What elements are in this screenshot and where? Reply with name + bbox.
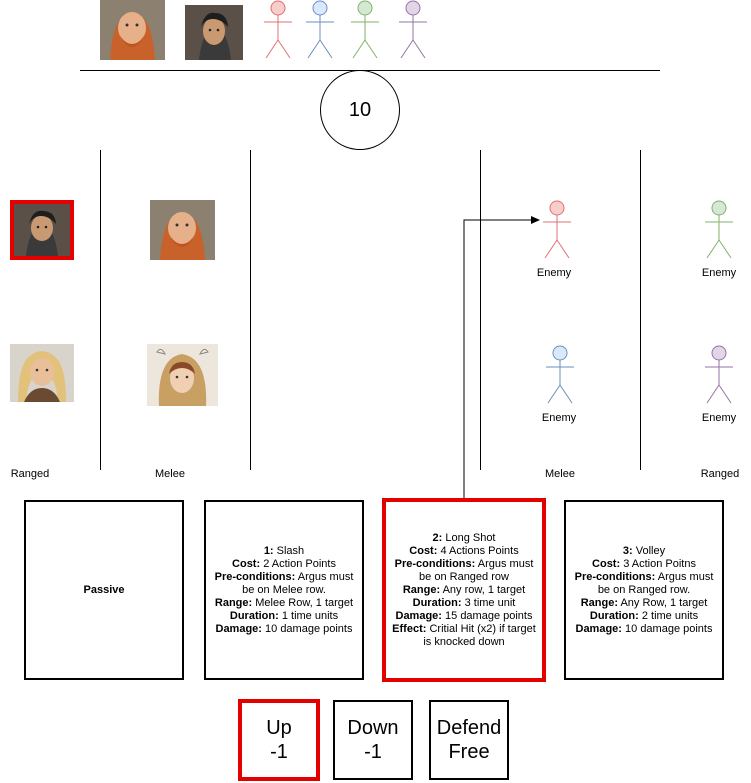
ability-title: 2: Long Shot: [432, 531, 496, 544]
ability-duration: Duration: 2 time units: [589, 609, 699, 622]
ability-cost: Cost: 2 Action Points: [232, 557, 336, 570]
turn-order-enemy-red-icon: [260, 0, 296, 60]
move-down-label: Down: [347, 717, 399, 739]
enemy-red-label: Enemy: [536, 267, 572, 279]
party-member-blonde-archer[interactable]: [10, 344, 74, 402]
turn-order-portrait-dark-haired-hero: [185, 5, 243, 60]
move-up-cost: -1: [270, 741, 288, 763]
ability-preconditions: Pre-conditions: Argus must be on Ranged …: [394, 557, 534, 583]
enemy-blue-label: Enemy: [541, 412, 577, 424]
ability-card-volley[interactable]: 3: Volley Cost: 3 Action Poitns Pre-cond…: [564, 500, 724, 680]
ability-damage: Damage: 10 damage points: [215, 622, 353, 635]
ability-preconditions: Pre-conditions: Argus must be on Melee r…: [214, 570, 354, 596]
enemy-green-label: Enemy: [701, 267, 737, 279]
ability-duration: Duration: 3 time unit: [412, 596, 516, 609]
row-label-party-melee: Melee: [155, 468, 185, 480]
ability-range: Range: Any row, 1 target: [402, 583, 526, 596]
lane-divider-1: [100, 150, 101, 470]
row-label-party-ranged: Ranged: [10, 468, 50, 480]
ability-card-passive-title: Passive: [83, 583, 125, 596]
defend-button[interactable]: Defend Free: [429, 700, 509, 780]
row-label-enemy-ranged: Ranged: [700, 468, 740, 480]
enemy-red-icon[interactable]: [542, 200, 572, 260]
party-member-horned-helm-woman[interactable]: [147, 344, 218, 406]
enemy-blue-icon[interactable]: [545, 345, 575, 405]
party-member-bearded-warrior[interactable]: [150, 200, 215, 260]
ability-preconditions: Pre-conditions: Argus must be on Ranged …: [574, 570, 714, 596]
ability-range: Range: Melee Row, 1 target: [214, 596, 354, 609]
enemy-green-icon[interactable]: [704, 200, 734, 260]
ability-cost: Cost: 3 Action Poitns: [592, 557, 696, 570]
enemy-purple-icon[interactable]: [704, 345, 734, 405]
lane-divider-3: [480, 150, 481, 470]
ability-card-long-shot-selected[interactable]: 2: Long Shot Cost: 4 Actions Points Pre-…: [382, 498, 546, 682]
move-down-cost: -1: [364, 741, 382, 763]
ability-title: 1: Slash: [263, 544, 305, 557]
lane-divider-2: [250, 150, 251, 470]
turn-order-enemy-green-icon: [347, 0, 383, 60]
ability-duration: Duration: 1 time units: [229, 609, 339, 622]
defend-label: Defend: [436, 717, 502, 739]
ability-range: Range: Any Row, 1 target: [580, 596, 708, 609]
move-up-button[interactable]: Up -1: [238, 699, 320, 781]
move-down-button[interactable]: Down -1: [333, 700, 413, 780]
row-label-enemy-melee: Melee: [545, 468, 575, 480]
ability-cost: Cost: 4 Actions Points: [409, 544, 519, 557]
enemy-purple-label: Enemy: [701, 412, 737, 424]
move-up-label: Up: [266, 717, 292, 739]
ability-effect: Effect: Critial Hit (x2) if target is kn…: [392, 622, 536, 648]
ability-damage: Damage: 15 damage points: [395, 609, 533, 622]
ability-title: 3: Volley: [622, 544, 666, 557]
lane-divider-4: [640, 150, 641, 470]
ability-card-passive[interactable]: Passive: [24, 500, 184, 680]
turn-counter: 10: [320, 70, 400, 150]
party-member-dark-haired-hero-selected[interactable]: [10, 200, 74, 260]
ability-damage: Damage: 10 damage points: [575, 622, 713, 635]
turn-order-enemy-blue-icon: [302, 0, 338, 60]
defend-cost: Free: [448, 741, 490, 763]
turn-counter-value: 10: [348, 98, 372, 121]
ability-card-slash[interactable]: 1: Slash Cost: 2 Action Points Pre-condi…: [204, 500, 364, 680]
turn-order-portrait-bearded-warrior: [100, 0, 165, 60]
turn-order-enemy-purple-icon: [395, 0, 431, 60]
